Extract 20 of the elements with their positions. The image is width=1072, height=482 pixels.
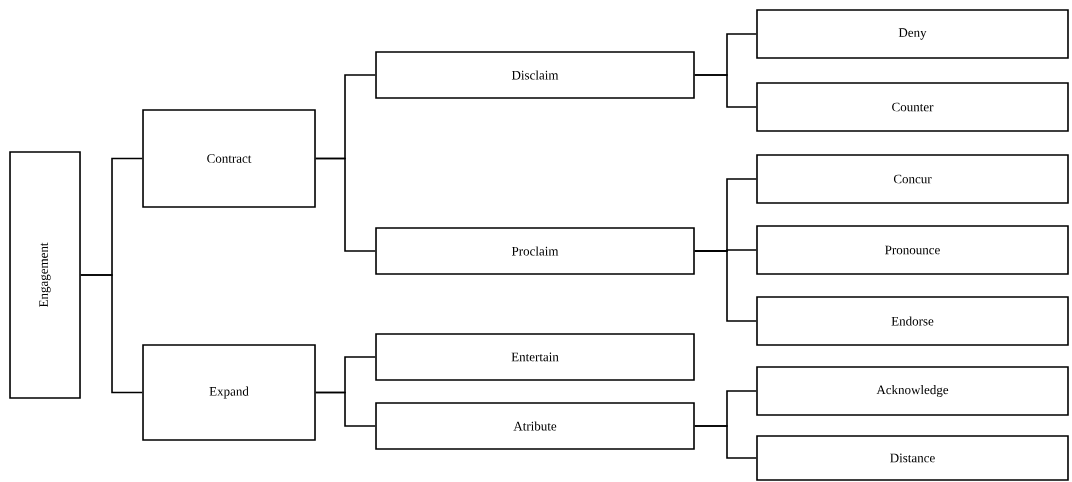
- category-box: Contract: [142, 109, 316, 208]
- connector-line: [315, 157, 376, 252]
- category-box: Counter: [756, 82, 1069, 132]
- connector-line: [694, 425, 757, 459]
- category-box: Pronounce: [756, 225, 1069, 275]
- category-box: Acknowledge: [756, 366, 1069, 416]
- connector-line: [80, 274, 143, 394]
- category-box: Deny: [756, 9, 1069, 59]
- category-box: Engagement: [9, 151, 81, 399]
- connector-line: [694, 74, 757, 108]
- category-box: Proclaim: [375, 227, 695, 275]
- category-box: Concur: [756, 154, 1069, 204]
- category-box: Atribute: [375, 402, 695, 450]
- category-box: Expand: [142, 344, 316, 441]
- category-box: Distance: [756, 435, 1069, 481]
- connector-line: [694, 250, 757, 322]
- category-box: Endorse: [756, 296, 1069, 346]
- connector-line: [315, 391, 376, 427]
- category-box: Disclaim: [375, 51, 695, 99]
- category-box: Entertain: [375, 333, 695, 381]
